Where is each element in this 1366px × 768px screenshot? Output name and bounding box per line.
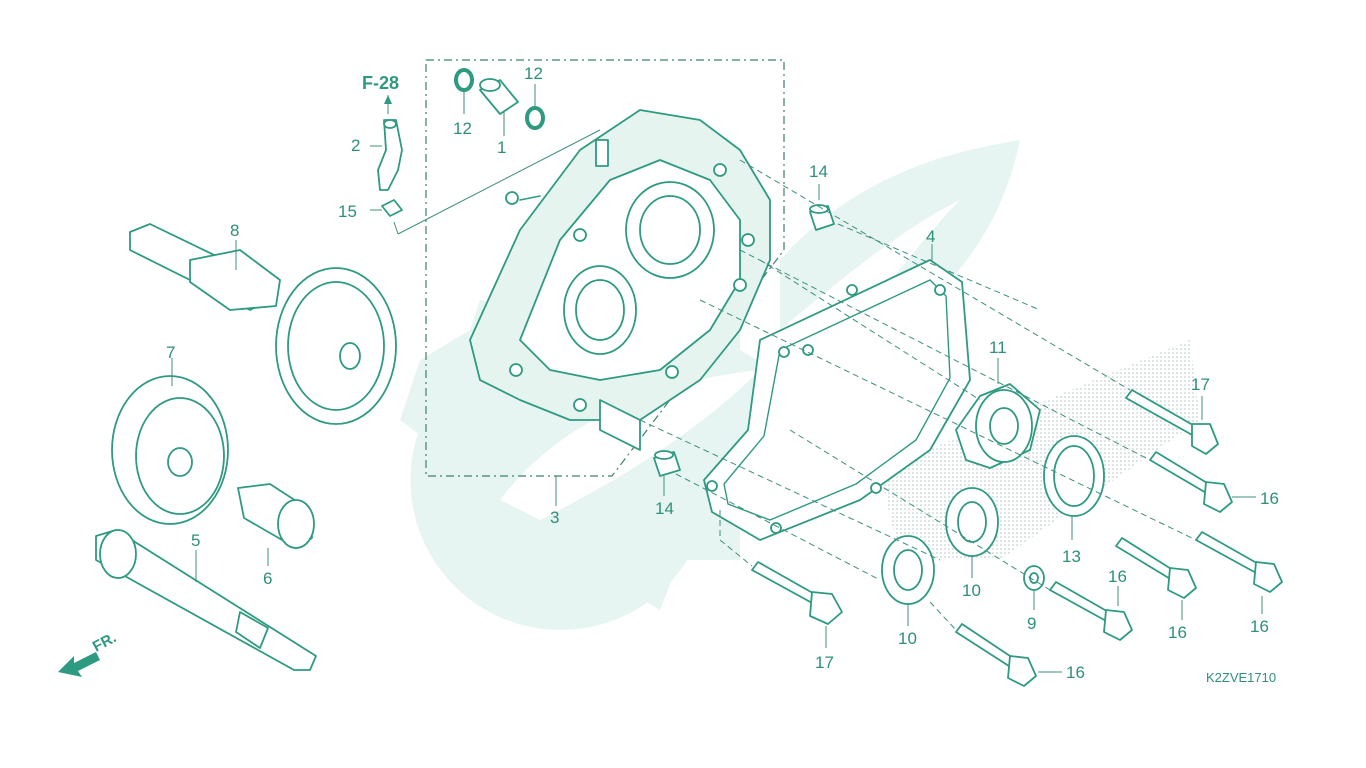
callout-11: 11: [989, 338, 1007, 357]
ball-bearing-large: [955, 383, 1041, 469]
bolt-16-center: [1049, 581, 1133, 641]
callout-17-upper: 17: [1191, 375, 1210, 394]
callout-12-top: 12: [524, 64, 543, 83]
callout-6: 6: [263, 569, 272, 588]
final-shaft: [129, 223, 397, 425]
callout-10-upper: 10: [962, 581, 981, 600]
ball-bearing-upper: [945, 487, 999, 557]
o-ring-top-left: [454, 68, 474, 92]
ball-bearing-lower: [881, 535, 935, 605]
callout-5: 5: [191, 531, 200, 550]
front-direction-arrow: [58, 652, 100, 677]
leader-lines: [171, 84, 1263, 673]
reference-f28: F-28: [362, 73, 399, 93]
breather-tube: [377, 119, 403, 191]
front-direction-label: FR.: [90, 629, 119, 655]
callout-16-right-lower: 16: [1250, 617, 1269, 636]
o-ring-top-right: [525, 106, 545, 130]
callout-1: 1: [497, 138, 506, 157]
washer: [1023, 565, 1045, 591]
callout-16-center: 16: [1168, 623, 1187, 642]
bolt-17-lower: [751, 561, 843, 625]
drive-shaft: [95, 529, 317, 671]
callout-4: 4: [926, 227, 935, 246]
diagram-code: K2ZVE1710: [1206, 670, 1276, 685]
callout-13: 13: [1062, 547, 1081, 566]
reference-arrowhead: [384, 95, 392, 104]
callout-3: 3: [550, 508, 559, 527]
callout-14-upper: 14: [809, 162, 828, 181]
tube-clip: [381, 199, 403, 217]
bolt-16-middle: [1115, 537, 1197, 599]
bolt-16-right-lower: [1195, 531, 1283, 593]
pinion-gear: [237, 483, 315, 549]
callout-15: 15: [338, 202, 357, 221]
collar: [479, 78, 519, 115]
dowel-pin-lower: [653, 450, 681, 477]
callout-12-left: 12: [453, 119, 472, 138]
callout-16-right-upper: 16: [1260, 489, 1279, 508]
bolt-17-upper: [1125, 389, 1219, 455]
callout-2: 2: [351, 136, 360, 155]
callout-16-middle: 16: [1108, 567, 1127, 586]
callout-14-lower: 14: [655, 499, 674, 518]
oil-seal: [1043, 435, 1105, 517]
bolt-16-right-upper: [1149, 451, 1233, 513]
callout-16-bottom: 16: [1066, 663, 1085, 682]
callout-10-lower: 10: [898, 629, 917, 648]
callout-17-lower: 17: [815, 653, 834, 672]
callout-7: 7: [166, 343, 175, 362]
counter-gear: [111, 375, 229, 525]
callout-9: 9: [1027, 614, 1036, 633]
callout-8: 8: [230, 221, 239, 240]
bolt-16-bottom: [955, 623, 1037, 687]
